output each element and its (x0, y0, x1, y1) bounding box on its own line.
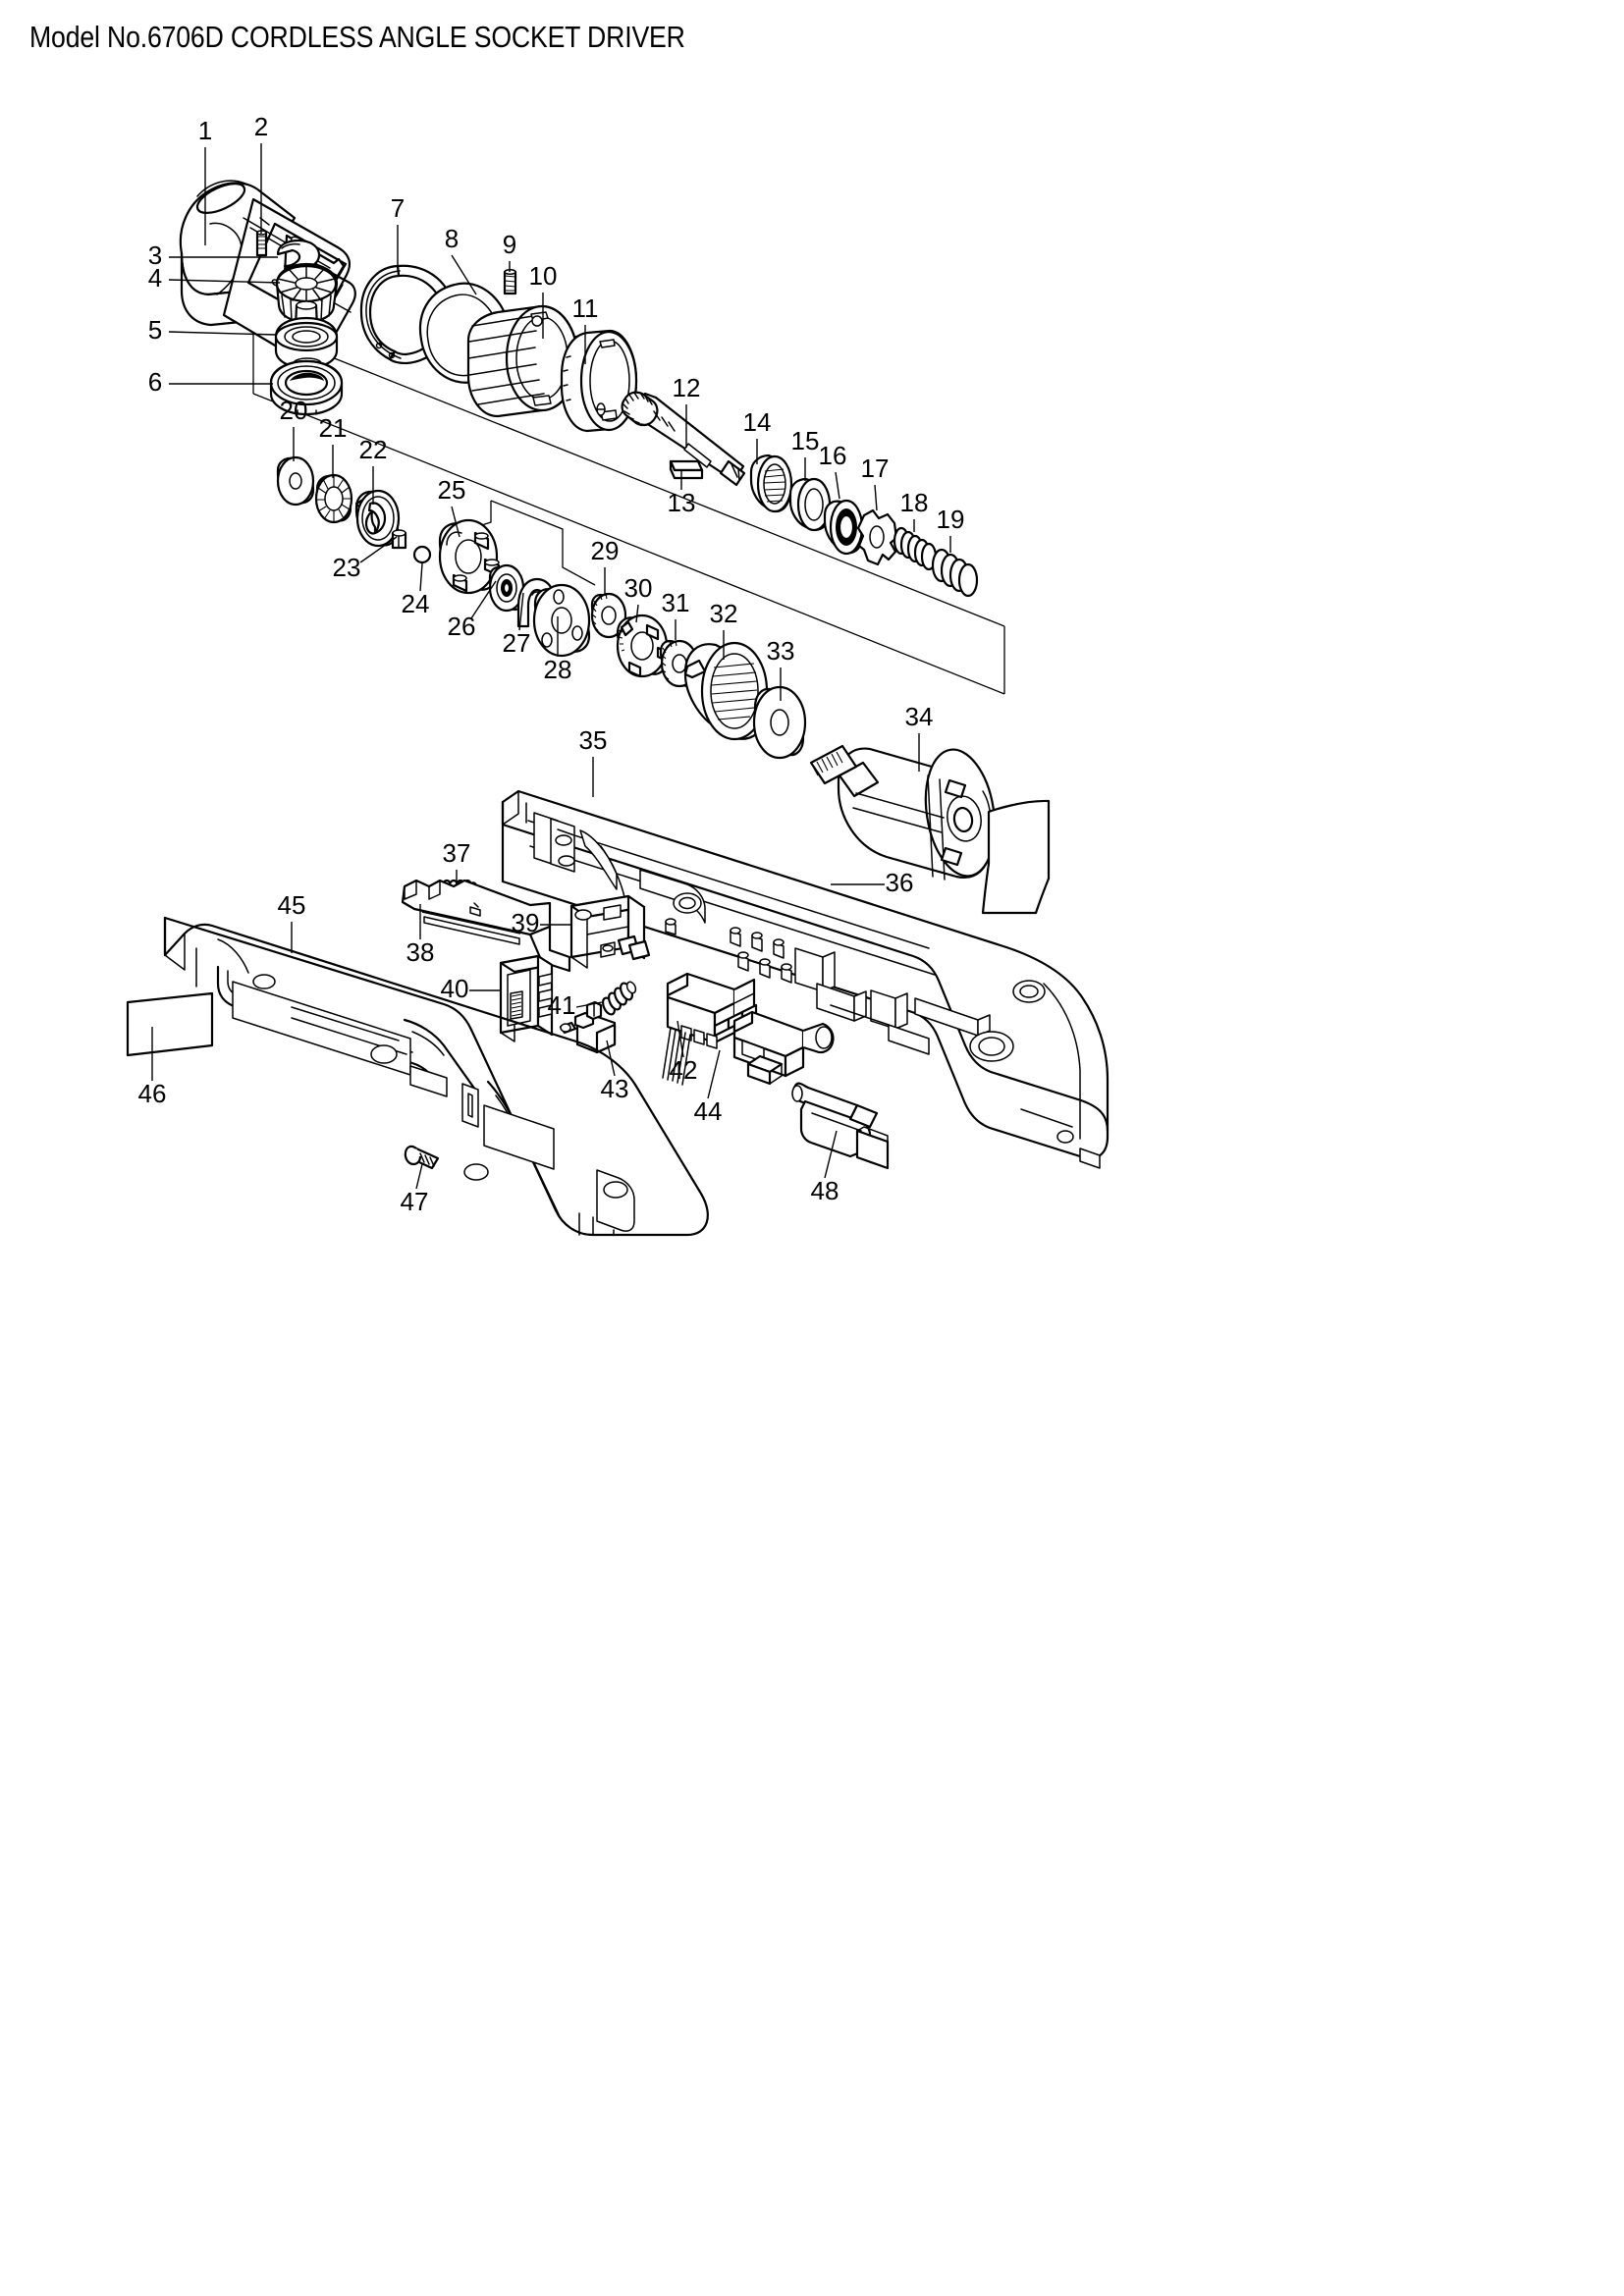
callout-13: 13 (668, 488, 696, 517)
callout-23: 23 (333, 553, 361, 582)
callout-41: 41 (548, 990, 576, 1020)
part-34-motor (809, 744, 997, 881)
callout-40: 40 (441, 974, 469, 1003)
callout-32: 32 (710, 599, 738, 628)
callout-42: 42 (670, 1055, 698, 1085)
part-5-spindle-assembly (274, 300, 339, 394)
callout-26: 26 (448, 612, 476, 641)
part-4-bevel-gear (275, 262, 339, 324)
part-43-terminal-clip (559, 1000, 617, 1054)
part-15-flange-washer (788, 477, 832, 532)
part-18-spring (893, 526, 938, 571)
callout-14: 14 (743, 407, 772, 437)
callout-16: 16 (819, 441, 847, 470)
callout-22: 22 (359, 435, 388, 464)
callout-19: 19 (937, 505, 965, 534)
callout-34: 34 (905, 702, 934, 731)
part-48-contact-plate (791, 1082, 890, 1170)
callout-leaders (151, 143, 951, 1190)
callout-35: 35 (579, 725, 608, 755)
part-16-ball-bearing (823, 499, 864, 556)
callout-6: 6 (148, 367, 162, 397)
part-30-planet-carrier (616, 614, 671, 678)
callout-24: 24 (402, 589, 430, 618)
part-39-microswitch (569, 894, 651, 969)
callout-1: 1 (198, 116, 212, 145)
callout-11: 11 (572, 294, 599, 323)
part-36-motor-spacer (981, 799, 1051, 915)
callout-25: 25 (438, 475, 466, 505)
callout-20: 20 (280, 396, 308, 425)
callout-numbers: 1 2 3 4 5 6 7 8 9 10 11 12 13 14 15 16 1… (138, 112, 965, 1216)
callout-15: 15 (791, 426, 820, 455)
callout-12: 12 (673, 373, 701, 402)
part-19-spring (931, 548, 979, 598)
callout-18: 18 (900, 488, 929, 517)
part-21-thrust-washer (314, 473, 353, 524)
callout-9: 9 (503, 230, 516, 259)
part-17-cam-plate (856, 508, 898, 566)
callout-8: 8 (445, 224, 459, 253)
callout-2: 2 (254, 112, 268, 141)
part-26-washer (488, 563, 525, 613)
callout-46: 46 (138, 1079, 167, 1108)
callout-10: 10 (529, 261, 558, 291)
part-13-key (669, 459, 704, 480)
part-29-pinion-gear (590, 592, 627, 639)
part-40-switch-block (499, 954, 554, 1042)
part-46-name-plate (126, 991, 214, 1057)
part-41-spring (601, 981, 637, 1016)
callout-38: 38 (406, 937, 435, 967)
part-38-switch-lever (401, 879, 571, 973)
callout-17: 17 (861, 454, 890, 483)
part-47-screw (404, 1145, 440, 1170)
callout-28: 28 (544, 655, 572, 684)
callout-21: 21 (319, 413, 348, 443)
part-35-housing-right (501, 789, 1110, 1169)
part-9-spring-pin (503, 268, 517, 295)
part-2-pin (255, 230, 268, 257)
part-33-washer (752, 685, 807, 760)
callout-30: 30 (624, 573, 653, 603)
assembly-bracket-main (252, 325, 1005, 695)
callout-27: 27 (503, 628, 531, 658)
callout-33: 33 (767, 636, 795, 666)
callout-39: 39 (512, 908, 540, 937)
callout-44: 44 (694, 1096, 723, 1126)
part-28-clutch-plate (532, 583, 591, 658)
part-44-terminal-bracket (732, 1010, 835, 1086)
part-20-washer (276, 455, 315, 507)
part-11-gear-cover (560, 329, 638, 433)
callout-36: 36 (886, 868, 914, 897)
part-6-ring-cover (269, 359, 344, 416)
callout-29: 29 (591, 536, 620, 565)
part-24-steel-ball (412, 545, 432, 564)
callout-3: 3 (148, 240, 162, 270)
callout-7: 7 (391, 193, 405, 223)
page-title: Model No.6706D CORDLESS ANGLE SOCKET DRI… (29, 20, 685, 54)
part-25-clutch-hub (438, 518, 501, 595)
callout-48: 48 (811, 1176, 839, 1205)
callout-47: 47 (401, 1187, 429, 1216)
callout-5: 5 (148, 315, 162, 345)
callout-4: 4 (148, 263, 162, 293)
part-14-needle-bearing (749, 454, 793, 513)
part-45-housing-left (163, 916, 709, 1237)
part-32-internal-gear (683, 641, 769, 741)
callout-43: 43 (601, 1074, 629, 1103)
part-12-spindle-shaft (621, 391, 746, 487)
callout-45: 45 (278, 890, 306, 920)
callout-37: 37 (443, 838, 471, 868)
callout-31: 31 (662, 588, 690, 617)
